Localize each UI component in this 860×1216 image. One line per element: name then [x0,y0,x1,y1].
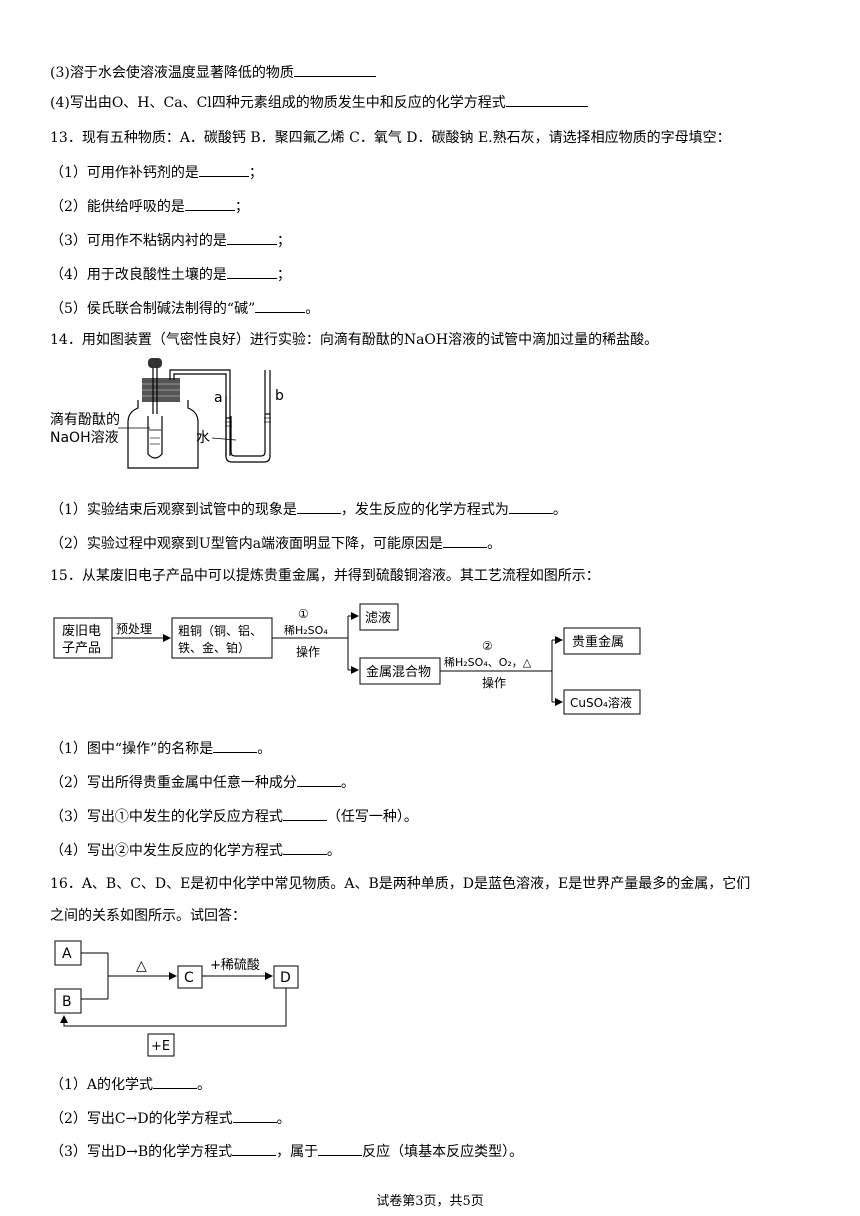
box-precious-metal [563,627,641,655]
q15-part3: （3）写出①中发生的化学反应方程式（任写一种）。 [50,806,418,827]
answer-blank[interactable] [296,772,341,787]
answer-blank[interactable] [282,840,327,855]
box-plus-e [147,1033,175,1057]
answer-blank[interactable] [213,738,258,753]
apparatus-figure: 滴有酚酞的 NaOH溶液 水 a b [50,358,284,469]
u-tube [225,370,271,463]
q16-stem-line2: 之间的关系如图所示。试回答： [50,908,246,924]
q13-part1: （1）可用作补钙剂的是； [50,162,263,183]
page-footer: 试卷第3页，共5页 [376,1194,484,1209]
q14-part1: （1）实验结束后观察到试管中的现象是，发生反应的化学方程式为。 [50,499,567,520]
box-b [54,988,82,1014]
answer-blank[interactable] [282,806,327,821]
answer-blank[interactable] [198,162,249,177]
solution-label-line1: 滴有酚酞的 [50,411,120,428]
step2-number: ② [482,639,493,653]
step2-reagent: 稀H₂SO₄、O₂，△ [444,656,532,669]
q13-part2: （2）能供给呼吸的是； [50,196,249,217]
box-filtrate-label: 滤液 [365,611,391,626]
answer-blank[interactable] [153,1074,198,1089]
box-d-label: D [280,970,291,986]
q14-stem: 14．用如图装置（气密性良好）进行实验：向滴有酚酞的NaOH溶液的试管中滴加过量… [50,332,659,348]
q15-part1: （1）图中“操作”的名称是。 [50,738,271,759]
q13-part4: （4）用于改良酸性土壤的是； [50,264,291,285]
q16-part2: （2）写出C→D的化学方程式。 [50,1108,291,1129]
answer-blank[interactable] [226,230,277,245]
box-waste-line1: 废旧电 [62,623,101,639]
box-c-label: C [184,970,194,986]
q16-part1: （1）A的化学式。 [50,1074,211,1095]
step1-number: ① [298,607,309,621]
plus-e-label: +E [151,1039,170,1054]
water-label: 水 [196,430,210,446]
answer-blank[interactable] [255,298,306,313]
box-filtrate [359,603,399,631]
step1-operation: 操作 [296,644,320,659]
q12-part4: (4)写出由O、H、Ca、Cl四种元素组成的物质发生中和反应的化学方程式 [50,92,588,113]
q15-part4: （4）写出②中发生反应的化学方程式。 [50,840,341,861]
q13-stem: 13．现有五种物质：A．碳酸钙 B．聚四氟乙烯 C．氧气 D．碳酸钠 E.熟石灰… [50,130,731,146]
test-tube [147,416,163,459]
pretreatment-label: 预处理 [116,622,152,636]
answer-blank[interactable] [232,1141,277,1156]
answer-blank[interactable] [293,62,376,77]
q15-part2: （2）写出所得贵重金属中任意一种成分。 [50,772,355,793]
answer-blank[interactable] [226,264,277,279]
relation-diagram: A B △ C +稀硫酸 D +E [54,940,299,1057]
box-cuso4 [563,689,641,715]
answer-blank[interactable] [443,533,488,548]
box-waste-line2: 子产品 [62,641,101,656]
q16-stem-line1: 16．A、B、C、D、E是初中化学中常见物质。A、B是两种单质，D是蓝色溶液，E… [50,876,751,892]
answer-blank[interactable] [184,196,235,211]
q14-part2: （2）实验过程中观察到U型管内a端液面明显下降，可能原因是。 [50,533,501,554]
answer-blank[interactable] [318,1141,363,1156]
heat-symbol: △ [136,958,147,974]
q12-part3: (3)溶于水会使溶液温度显著降低的物质 [50,62,376,83]
answer-blank[interactable] [296,499,341,514]
answer-blank[interactable] [505,92,588,107]
q16-part3: （3）写出D→B的化学方程式，属于反应（填基本反应类型）。 [50,1141,523,1162]
label-a: a [214,390,223,406]
process-flowchart: 废旧电 子产品 预处理 粗铜（铜、铝、 铁、金、铂） ① 稀H₂SO₄ 操作 滤… [53,603,641,715]
step1-reagent: 稀H₂SO₄ [284,624,328,637]
q13-part5: （5）侯氏联合制碱法制得的“碱”。 [50,298,319,319]
q13-part3: （3）可用作不粘锅内衬的是； [50,230,291,251]
box-c [177,965,203,989]
label-b: b [275,388,284,404]
answer-blank[interactable] [232,1108,277,1123]
box-metal-label: 金属混合物 [366,664,431,680]
dropper-bulb [148,358,162,368]
box-precious-label: 贵重金属 [572,634,624,650]
solution-label-line2: NaOH溶液 [50,430,119,446]
q15-stem: 15．从某废旧电子产品中可以提炼贵重金属，并得到硫酸铜溶液。其工艺流程如图所示： [50,568,600,584]
acid-label: +稀硫酸 [210,958,260,973]
box-crude-line1: 粗铜（铜、铝、 [178,623,262,638]
box-cuso4-label: CuSO₄溶液 [570,695,632,710]
answer-blank[interactable] [508,499,553,514]
flask [127,400,199,469]
step2-operation: 操作 [482,675,506,690]
box-a-label: A [62,946,72,962]
box-b-label: B [62,994,72,1010]
box-crude-line2: 铁、金、铂） [178,640,250,655]
